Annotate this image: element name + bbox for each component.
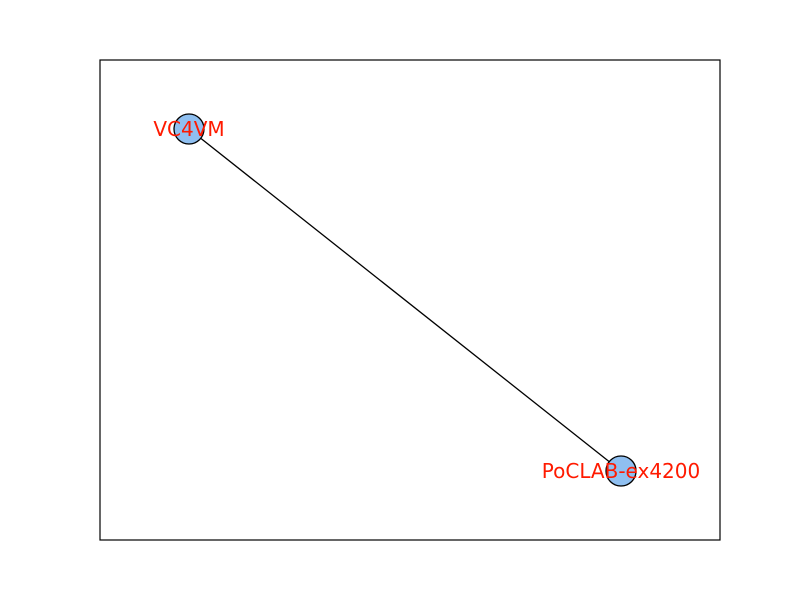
node-poclab-ex4200[interactable] — [605, 455, 637, 487]
node-label-vc4vm: VC4VM — [153, 117, 224, 141]
node-label-poclab-ex4200: PoCLAB-ex4200 — [542, 459, 700, 483]
plot-frame — [99, 59, 721, 541]
edge-vc4vm-poclab — [188, 128, 622, 472]
node-vc4vm[interactable] — [173, 113, 205, 145]
